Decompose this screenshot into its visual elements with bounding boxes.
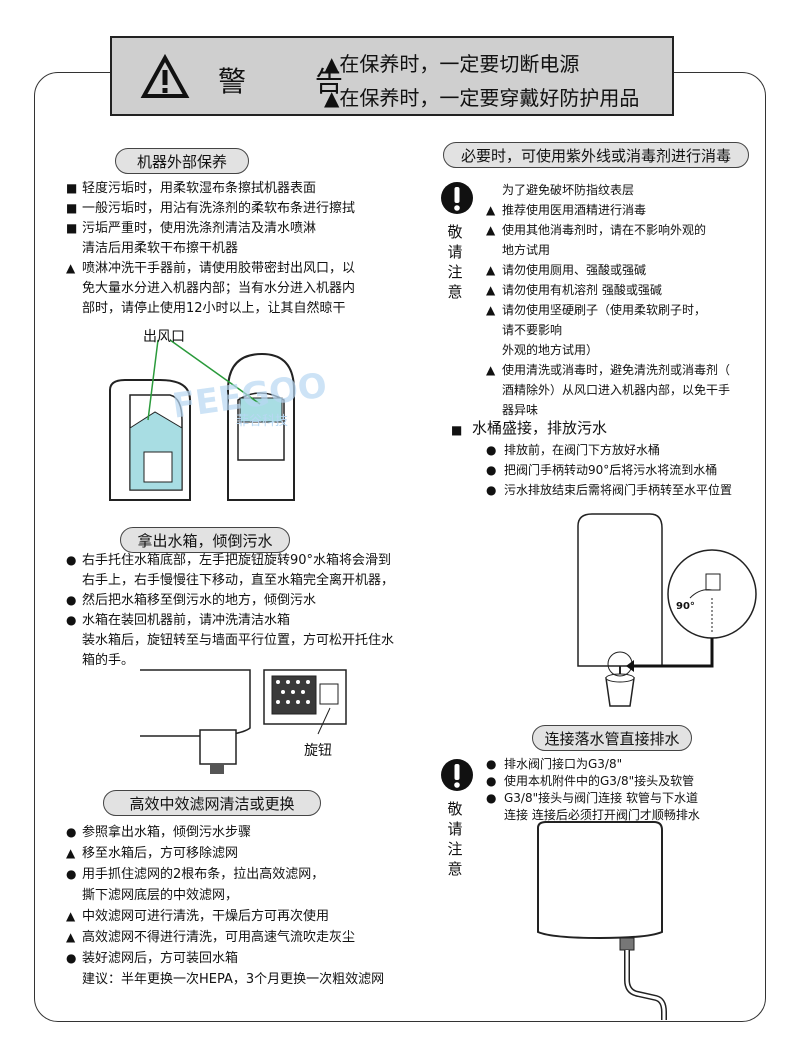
list-item: 排水阀门接口为G3/8" [504,757,623,771]
attention-note: 敬请注意 [447,800,463,878]
list-item: 一般污垢时，用沾有洗涤剂的柔软布条进行擦拭 [82,201,356,216]
list-bullet: ▲ [66,261,76,275]
section-title-filter-cleaning: 高效中效滤网清洁或更换 [103,790,321,816]
list-item: 用手抓住滤网的2根布条，拉出高效滤网， [82,867,325,882]
drain-bucket-illustration [577,513,757,707]
list-bullet: ● [486,443,497,457]
list-item: 外观的地方试用） [502,343,599,357]
list-item: 请不要影响 [502,323,563,337]
list-item: 把阀门手柄转动90°后将污水将流到水桶 [504,463,718,477]
list-bullet: ▲ [486,283,496,297]
list-item: 建议：半年更换一次HEPA，3个月更换一次粗效滤网 [82,972,385,987]
warning-line-2: ▲在保养时，一定要穿戴好防护用品 [324,86,640,110]
list-bullet: ● [66,553,77,567]
section-title-remove-water-tank: 拿出水箱，倾倒污水 [120,527,290,553]
list-item: 使用清洗或消毒时，避免清洗剂或消毒剂（ [502,363,731,377]
list-bullet: ● [66,951,77,965]
list-item: 污垢严重时，使用洗涤剂清洁及清水喷淋 [82,221,317,236]
list-bullet: ● [486,483,497,497]
list-item: 使用其他消毒剂时，请在不影响外观的 [502,223,707,237]
exclamation-icon [440,180,474,220]
section-title-bucket-drain: 水桶盛接，排放污水 [472,419,608,437]
list-bullet: ▲ [66,846,76,860]
section-title-direct-drain: 连接落水管直接排水 [532,725,692,751]
list-item: 然后把水箱移至倒污水的地方，倾倒污水 [82,593,317,608]
list-item: 装好滤网后，方可装回水箱 [82,951,239,966]
list-item: 免大量水分进入机器内部；当有水分进入机器内 [82,281,356,296]
list-bullet: ■ [66,201,78,215]
list-bullet: ■ [66,181,78,195]
list-bullet: ▲ [486,223,496,237]
list-item: 为了避免破坏防指纹表层 [502,183,635,197]
knob-label: 旋钮 [304,743,332,759]
hand-dryer-illustration [109,339,295,501]
list-item: 部时，请停止使用12小时以上，让其自然晾干 [82,301,346,316]
air-outlet-label: 出风口 [143,329,185,345]
list-bullet: ▲ [66,909,76,923]
list-item: 右手托住水箱底部，左手把旋钮旋转90°水箱将会滑到 [82,553,392,568]
list-bullet: ▲ [486,363,496,377]
warning-banner: 警 告 ▲在保养时，一定要切断电源 ▲在保养时，一定要穿戴好防护用品 [110,36,674,116]
list-item: 请勿使用坚硬刷子（使用柔软刷子时， [502,303,707,317]
list-item: 参照拿出水箱，倾倒污水步骤 [82,825,252,840]
list-item: 地方试用 [502,243,551,257]
list-item: G3/8"接头与阀门连接 软管与下水道 [504,791,698,805]
list-bullet: ● [66,825,77,839]
list-item: 使用本机附件中的G3/8"接头及软管 [504,774,695,788]
list-item: 喷淋冲洗干手器前，请使用胶带密封出风口，以 [82,261,356,276]
valve-angle-label: 90° [676,601,695,612]
list-item: 轻度污垢时，用柔软湿布条擦拭机器表面 [82,181,317,196]
list-item: 中效滤网可进行清洗，干燥后方可再次使用 [82,909,330,924]
list-item: 请勿使用有机溶剂 强酸或强碱 [502,283,662,297]
list-bullet: ● [66,867,77,881]
list-bullet: ● [486,757,497,771]
list-item: 连接 连接后必须打开阀门才顺畅排水 [504,808,700,822]
list-item: 污水排放结束后需将阀门手柄转至水平位置 [504,483,733,497]
list-item: 移至水箱后，方可移除滤网 [82,846,239,861]
list-bullet: ■ [66,221,78,235]
list-item: 排放前，在阀门下方放好水桶 [504,443,661,457]
list-bullet: ▲ [66,930,76,944]
exclamation-icon [440,757,474,797]
warning-title: 警 告 [218,65,373,98]
list-item: 请勿使用厕用、强酸或强碱 [502,263,647,277]
section-title-disinfection: 必要时，可使用紫外线或消毒剂进行消毒 [443,142,749,168]
list-bullet: ● [486,791,497,805]
list-bullet: ● [66,593,77,607]
list-item: 右手上，右手慢慢往下移动，直至水箱完全离开机器， [82,573,395,588]
list-item: 高效滤网不得进行清洗，可用高速气流吹走灰尘 [82,930,356,945]
list-item: 装水箱后，旋钮转至与墙面平行位置，方可松开托住水 [82,633,395,648]
drain-pipe-illustration [537,821,667,1020]
warning-line-1: ▲在保养时，一定要切断电源 [324,52,580,76]
list-bullet: ● [486,774,497,788]
list-item: 箱的手。 [82,653,135,668]
list-item: 清洁后用柔软干布擦干机器 [82,241,239,256]
watermark-subtitle: 菲谷科技 [236,414,289,429]
list-item: 酒精除外）从风口进入机器内部，以免干手 [502,383,731,397]
list-item: 撕下滤网底层的中效滤网， [82,888,239,903]
list-item: 器异味 [502,403,539,417]
section-title-exterior-care: 机器外部保养 [115,148,249,174]
list-bullet: ▲ [486,303,496,317]
list-bullet: ▲ [486,263,496,277]
list-bullet: ● [486,463,497,477]
list-bullet: ▲ [486,203,496,217]
list-item: 水箱在装回机器前，请冲洗清洁水箱 [82,613,291,628]
bucket-section-bullet: ■ [451,423,463,437]
list-bullet: ● [66,613,77,627]
water-tank-illustration [140,669,347,774]
attention-note: 敬请注意 [447,223,463,301]
warning-triangle-icon [140,53,190,98]
list-item: 推荐使用医用酒精进行消毒 [502,203,647,217]
